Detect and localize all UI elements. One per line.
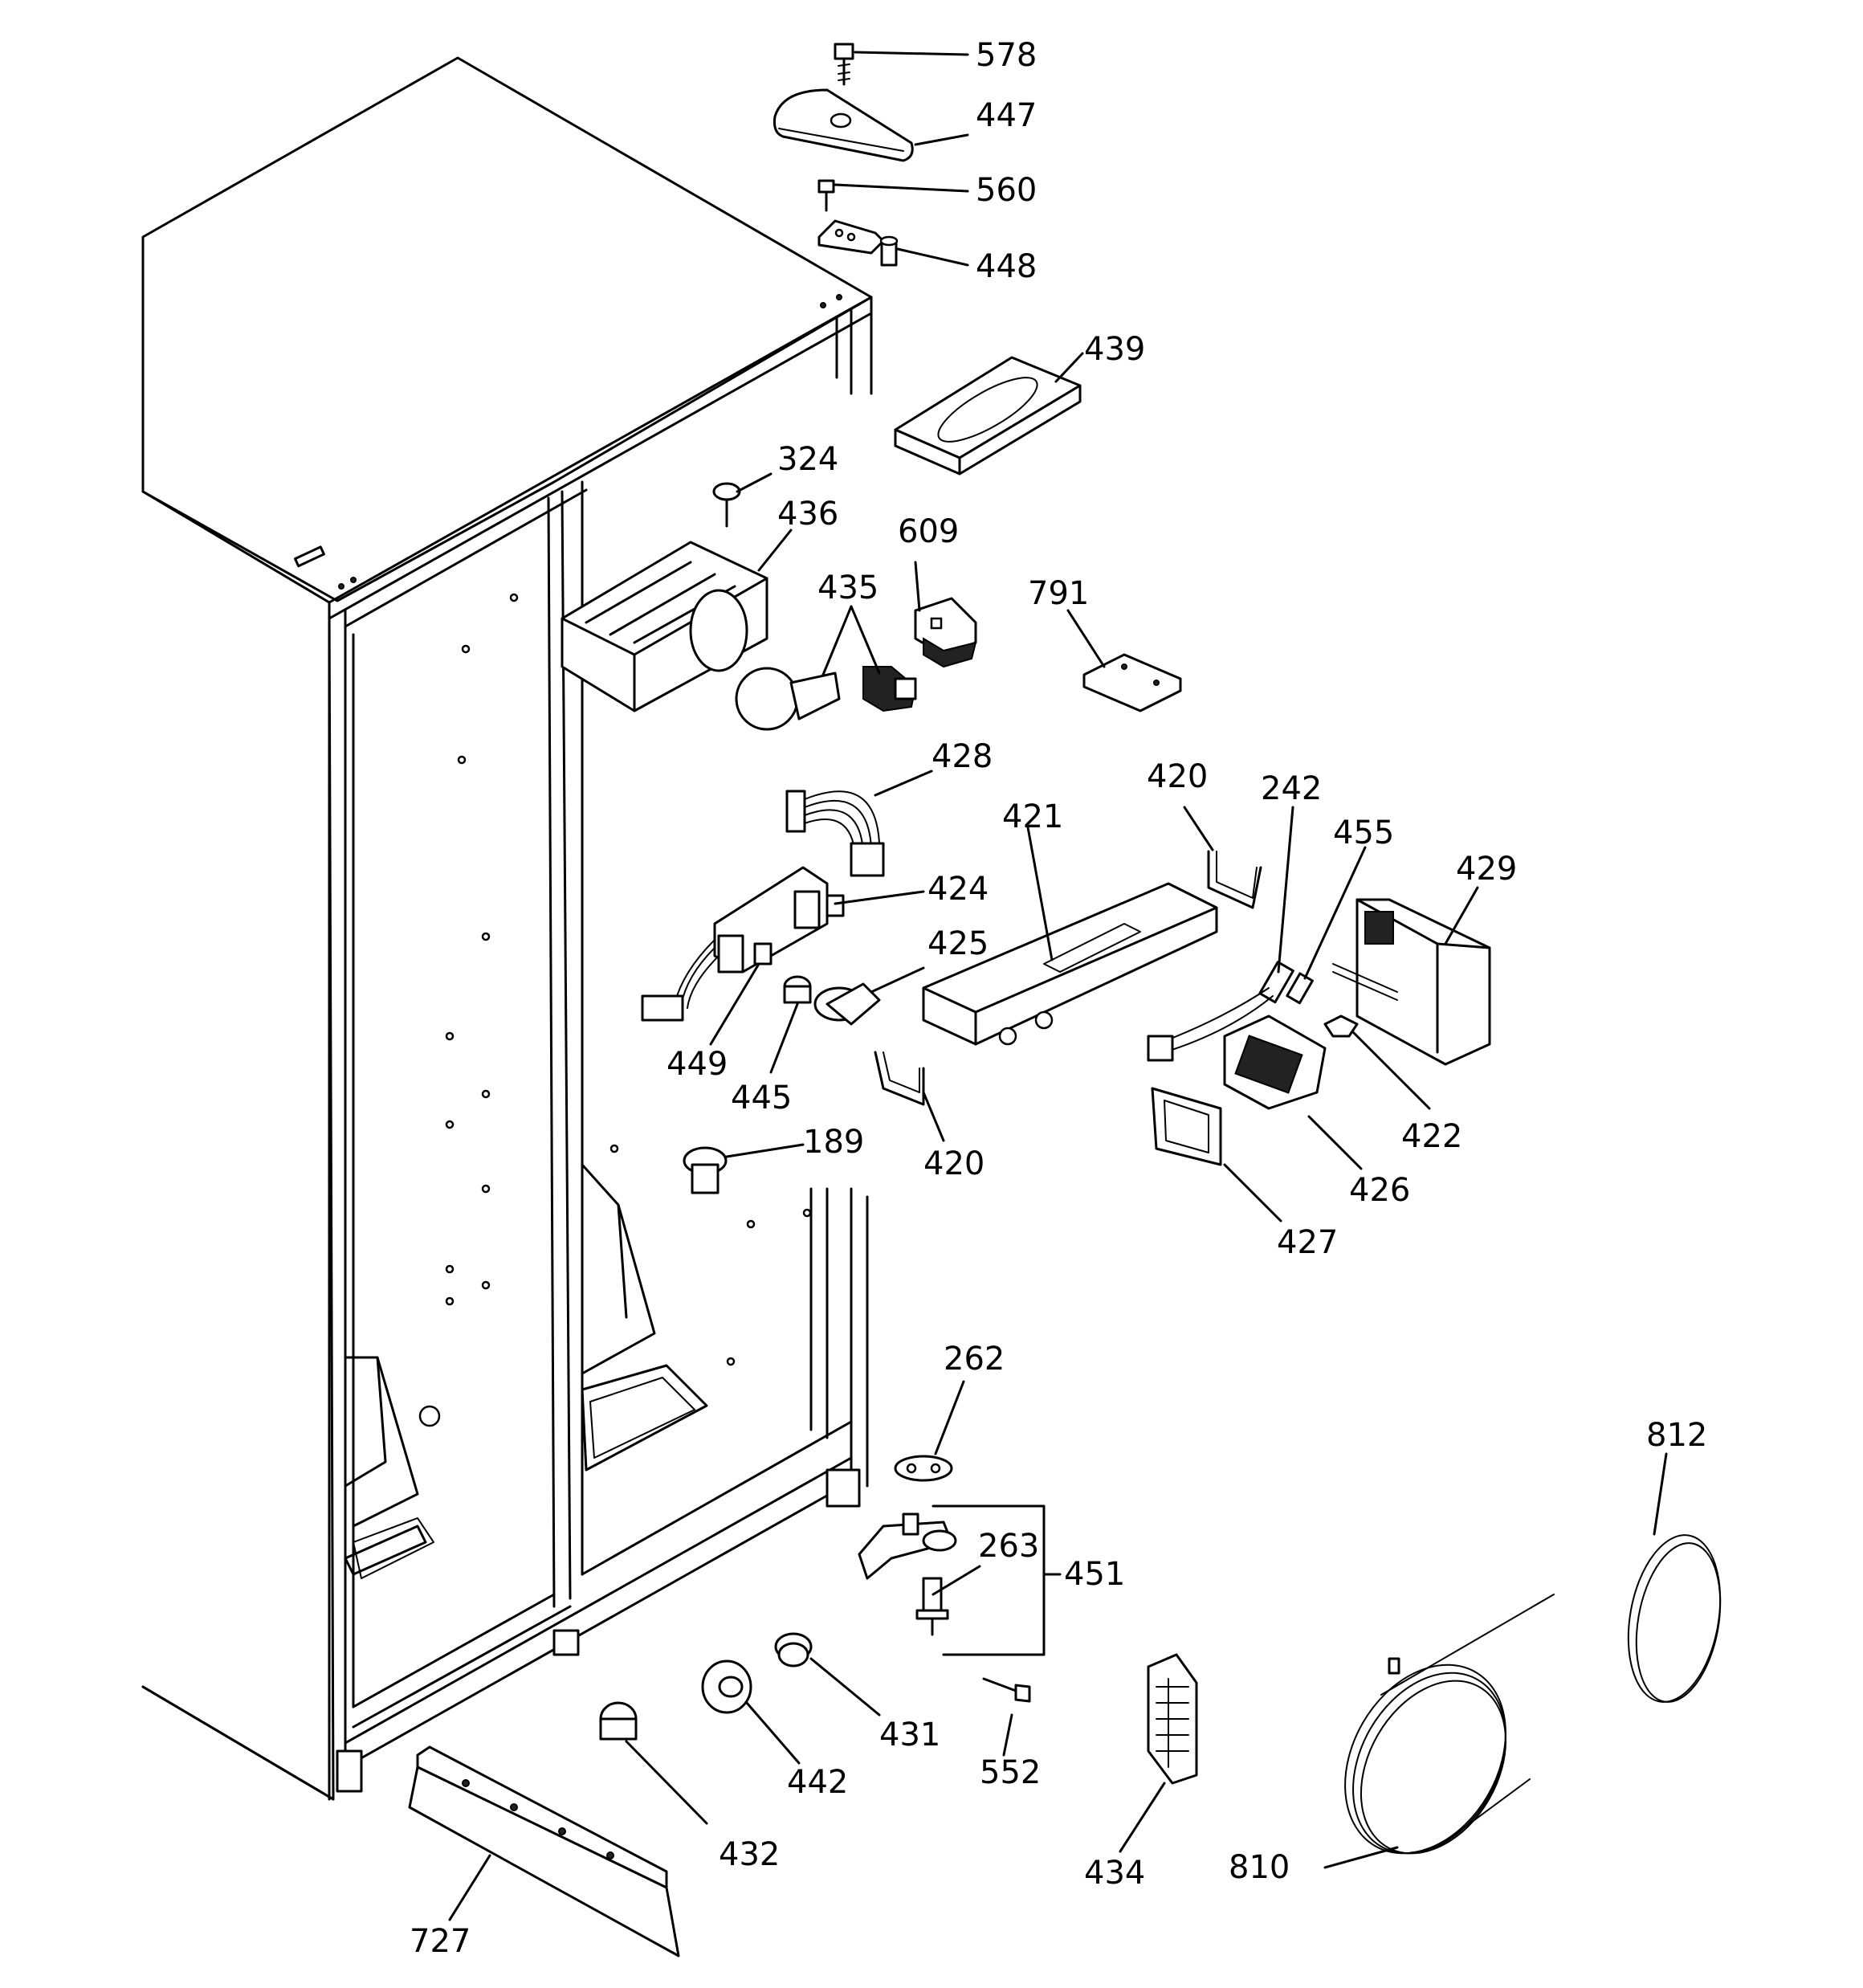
part-436-light-shield [561,541,768,712]
part-420-clip-bottom [874,1051,925,1106]
label-552: 552 [980,1754,1041,1791]
label-609: 609 [898,513,959,550]
label-560: 560 [976,172,1037,209]
label-428: 428 [932,738,993,775]
label-791: 791 [1028,575,1089,612]
label-451: 451 [1064,1556,1125,1593]
part-812-tubing [1627,1534,1722,1703]
label-449: 449 [667,1046,728,1083]
label-189: 189 [803,1124,864,1161]
label-442: 442 [787,1764,848,1801]
part-425-knob [813,982,881,1026]
label-434: 434 [1084,1855,1145,1892]
part-242-sensor [1258,961,1294,1004]
label-242: 242 [1261,770,1322,807]
part-609-switch [914,597,977,668]
part-727-kick-plate [408,1745,680,1957]
part-432-bushing [599,1701,638,1741]
part-427-bezel [1151,1087,1222,1166]
label-324: 324 [777,441,838,478]
part-262-bracket [894,1455,953,1482]
part-424-control-assembly [641,866,845,1022]
label-447: 447 [976,97,1037,134]
label-455: 455 [1333,814,1394,851]
label-426: 426 [1349,1172,1410,1209]
label-420b: 420 [923,1145,984,1182]
part-560-screw [817,179,835,212]
part-420-clip-top [1207,850,1262,909]
part-442-washer [701,1659,752,1714]
label-432: 432 [719,1836,780,1873]
part-810-water-line [1344,1594,1555,1855]
label-263: 263 [978,1528,1039,1565]
label-421: 421 [1002,798,1063,835]
part-263-pin [915,1577,949,1636]
label-262: 262 [944,1341,1005,1378]
part-445-ring [783,975,812,1004]
label-429: 429 [1456,851,1517,888]
bracket-451 [932,1504,1046,1656]
part-324-push-pin [712,482,741,528]
label-436: 436 [777,496,838,533]
label-420a: 420 [1147,758,1208,795]
label-431: 431 [879,1717,940,1753]
label-425: 425 [927,925,989,962]
label-435: 435 [817,569,879,606]
label-810: 810 [1229,1849,1290,1886]
part-447-hinge-cover [773,88,914,162]
part-421-control-housing [922,882,1218,1046]
leader-lines [448,51,1668,1921]
part-431-bushing [774,1632,813,1668]
label-422: 422 [1401,1118,1462,1155]
label-427: 427 [1277,1224,1338,1261]
label-439: 439 [1084,331,1145,368]
part-455-connector [1286,972,1314,1005]
part-429-housing [1332,898,1491,1066]
part-189-plug [683,1146,728,1194]
part-791-cover [1082,653,1182,712]
part-labels: 578 447 560 448 439 324 436 609 435 791 … [410,37,1707,1960]
label-812: 812 [1646,1417,1707,1454]
label-578: 578 [976,37,1037,74]
label-727: 727 [410,1923,471,1960]
label-448: 448 [976,248,1037,285]
part-552-screw [982,1677,1031,1703]
label-424: 424 [927,871,989,908]
part-428-wire-harness [785,790,885,877]
refrigerator-cabinet [141,56,873,1801]
label-445: 445 [731,1080,792,1116]
part-451-bottom-hinge [858,1512,957,1580]
part-422-clip [1323,1014,1359,1038]
part-435-bulb-socket [735,666,917,731]
part-448-hinge [817,219,899,267]
part-426-module [1147,987,1327,1110]
part-578-screw [834,43,854,86]
part-434-grille [1147,1653,1198,1785]
part-439-tray [894,356,1082,476]
